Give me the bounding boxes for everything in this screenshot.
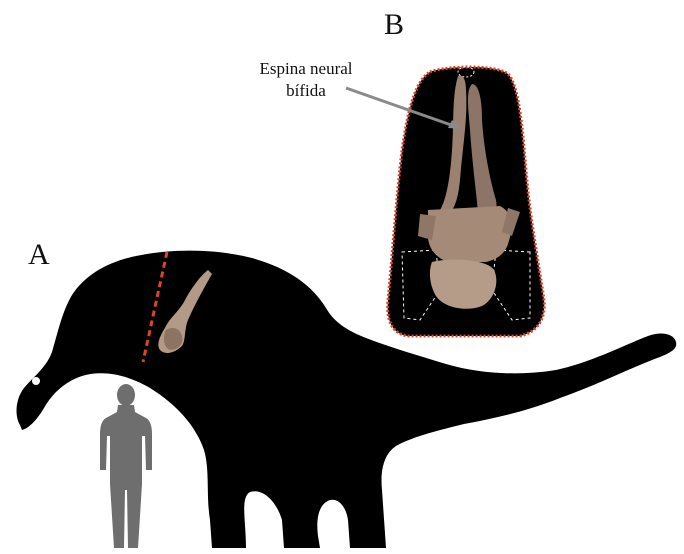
- callout-line-1: Espina neural: [236, 58, 376, 80]
- human-scale-silhouette-icon: [100, 384, 152, 548]
- panel-label-b: B: [384, 10, 404, 40]
- callout-label: Espina neural bífida: [236, 58, 376, 102]
- eye-icon: [32, 377, 40, 385]
- panel-label-a: A: [28, 240, 50, 270]
- inset-panel: [388, 67, 545, 336]
- callout-line-2: bífida: [236, 80, 376, 102]
